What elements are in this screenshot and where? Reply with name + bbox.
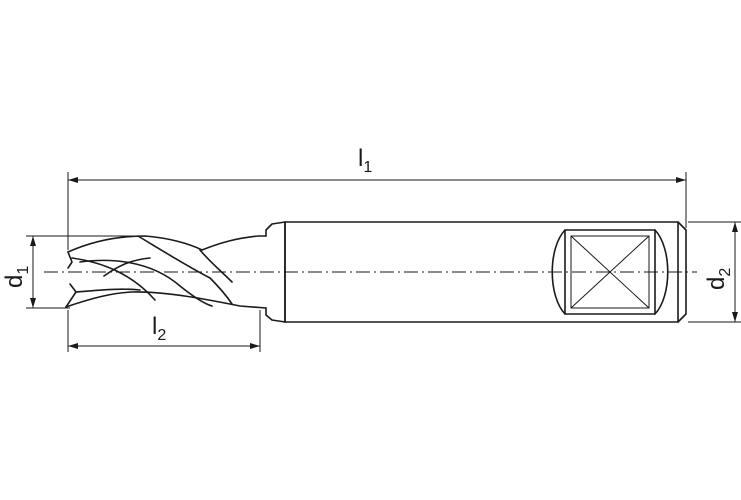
dimension-l1-label: l1 (358, 145, 372, 176)
dimension-d1-label: d1 (1, 266, 32, 288)
dimension-d2-label: d2 (703, 268, 734, 290)
dimension-l2: l2 (67, 310, 261, 352)
dimension-l1: l1 (67, 145, 687, 250)
dimension-d1: d1 (1, 235, 140, 309)
dimension-l2-label: l2 (152, 313, 166, 344)
shank (284, 221, 687, 323)
cutting-head (65, 221, 286, 323)
clamping-flat (551, 229, 669, 315)
dimension-d2: d2 (688, 221, 741, 323)
